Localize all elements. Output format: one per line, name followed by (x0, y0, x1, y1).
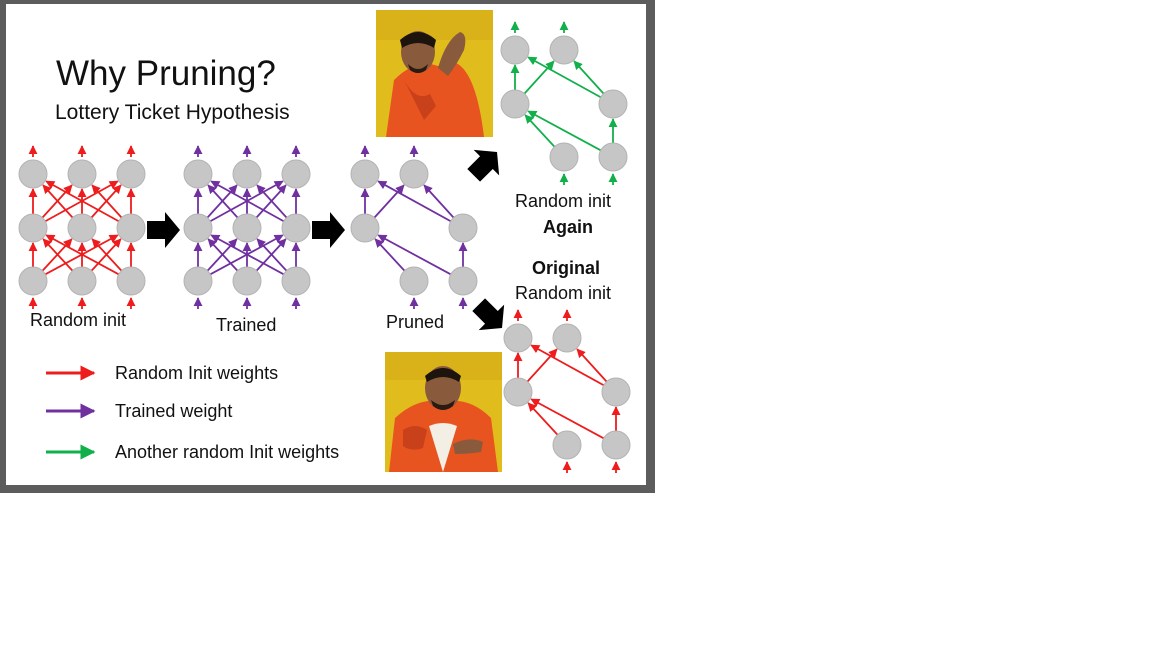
weight-edge (91, 238, 123, 272)
neuron-node (598, 142, 628, 172)
neuron-node (116, 159, 146, 189)
neuron-node (67, 159, 97, 189)
weight-edge (576, 348, 608, 383)
legend-arrows (46, 365, 96, 460)
network-pruned (350, 145, 478, 309)
flow-arrow-trained-to-pruned (312, 212, 345, 248)
neuron-node (18, 159, 48, 189)
neuron-node (552, 323, 582, 353)
neuron-node (183, 159, 213, 189)
neuron-node (549, 142, 579, 172)
slide-title: Why Pruning? (56, 54, 276, 93)
legend-label-trained-weight: Trained weight (115, 401, 233, 421)
flow-arrows (147, 149, 505, 331)
label-original-line1: Original (532, 258, 601, 278)
label-pruned: Pruned (386, 312, 445, 332)
neuron-node (503, 323, 533, 353)
weight-edge (527, 402, 559, 436)
weight-edge (530, 398, 605, 440)
neuron-node (448, 266, 478, 296)
neuron-node (232, 213, 262, 243)
neuron-node (67, 213, 97, 243)
weight-edge (256, 184, 288, 219)
flow-arrow-random-to-trained (147, 212, 180, 248)
label-trained: Trained (216, 315, 277, 335)
weight-edge (526, 348, 558, 383)
weight-edge (423, 184, 455, 219)
neuron-node (549, 35, 579, 65)
network-original-random-init (503, 309, 631, 473)
flow-arrow-pruned-to-random-again (467, 149, 500, 182)
weight-edge (530, 344, 605, 387)
neuron-node (350, 213, 380, 243)
neuron-node (350, 159, 380, 189)
weight-edge (42, 238, 74, 272)
neuron-node (598, 89, 628, 119)
meme-disapproval-image (376, 10, 493, 137)
neuron-node (18, 213, 48, 243)
weight-edge (45, 234, 120, 276)
weight-edge (373, 184, 405, 219)
neuron-node (18, 266, 48, 296)
diagram-canvas (18, 21, 631, 473)
neuron-node (232, 159, 262, 189)
weight-edge (210, 180, 285, 223)
weight-edge (377, 234, 452, 276)
neuron-node (281, 159, 311, 189)
legend-label-random-init-weights: Random Init weights (115, 363, 279, 383)
weight-edge (527, 56, 602, 99)
weight-edge (377, 180, 452, 223)
neuron-node (552, 430, 582, 460)
network-random-init (18, 145, 146, 309)
label-random-init: Random init (30, 310, 127, 330)
slide: Why Pruning? Lottery Ticket Hypothesis R… (6, 4, 646, 485)
neuron-node (116, 266, 146, 296)
neuron-node (281, 213, 311, 243)
weight-edge (42, 184, 74, 219)
flow-arrow-pruned-to-original (472, 298, 505, 331)
weight-edge (523, 60, 555, 95)
slide-frame: Why Pruning? Lottery Ticket Hypothesis R… (0, 0, 655, 493)
weight-edge (210, 234, 285, 276)
weight-edge (524, 114, 556, 148)
neuron-node (116, 213, 146, 243)
label-random-init-again-line1: Random init (515, 191, 612, 211)
neuron-node (183, 213, 213, 243)
neuron-node (281, 266, 311, 296)
network-trained (183, 145, 311, 309)
neuron-node (601, 377, 631, 407)
neuron-node (399, 159, 429, 189)
weight-edge (91, 184, 123, 219)
neuron-node (500, 35, 530, 65)
weight-edge (374, 238, 406, 272)
weight-edge (256, 238, 288, 272)
neuron-node (500, 89, 530, 119)
label-original-line2: Random init (515, 283, 612, 303)
neuron-node (183, 266, 213, 296)
network-random-init-again (500, 21, 628, 185)
weight-edge (207, 238, 239, 272)
weight-edge (527, 110, 602, 152)
neuron-node (448, 213, 478, 243)
weight-edge (45, 180, 120, 223)
neuron-node (67, 266, 97, 296)
legend-label-another-random-init-weights: Another random Init weights (115, 442, 340, 462)
slide-subtitle: Lottery Ticket Hypothesis (55, 101, 290, 124)
weight-edge (207, 184, 239, 219)
neuron-node (601, 430, 631, 460)
neuron-node (232, 266, 262, 296)
meme-approval-image (385, 352, 502, 472)
weight-edge (573, 60, 605, 95)
label-random-init-again-line2: Again (543, 217, 594, 237)
neuron-node (399, 266, 429, 296)
neuron-node (503, 377, 533, 407)
